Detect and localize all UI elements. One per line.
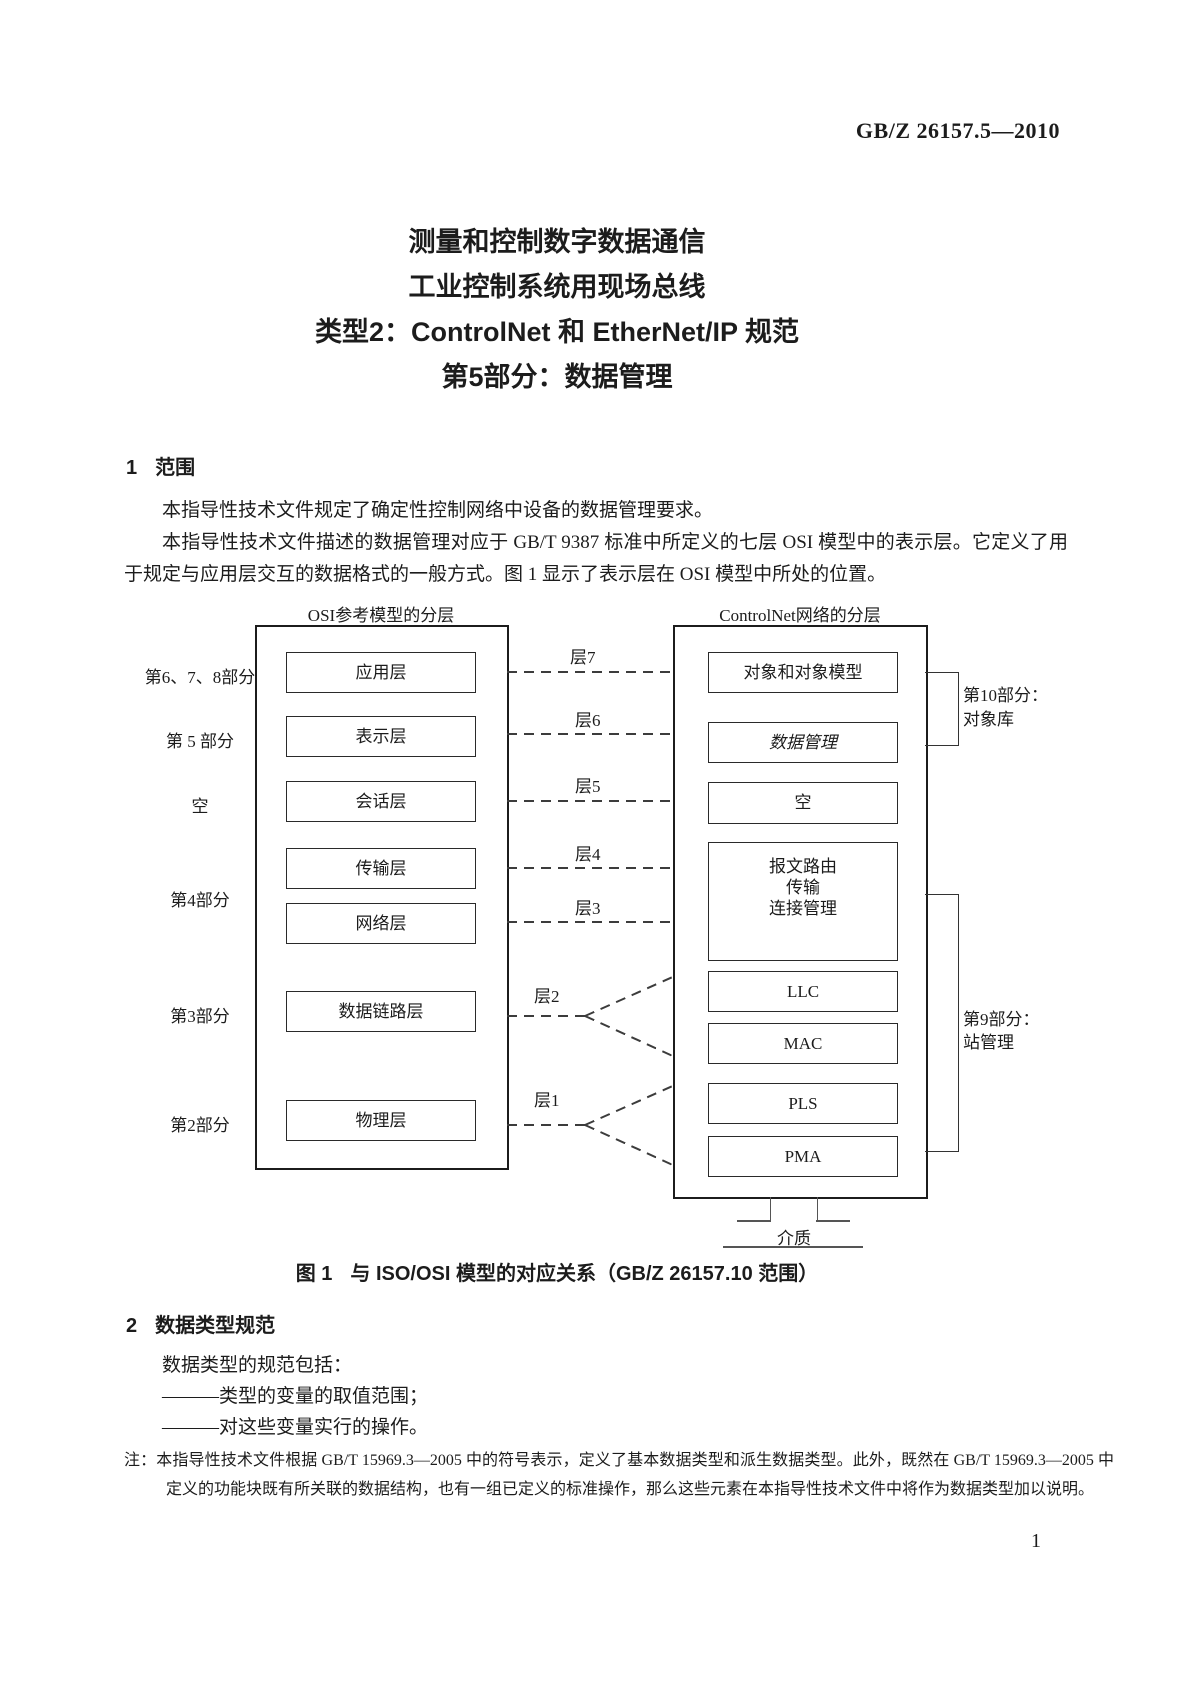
part10-label-line1: 第10部分： xyxy=(963,686,1048,705)
scope-paragraph-1: 本指导性技术文件规定了确定性控制网络中设备的数据管理要求。 xyxy=(162,500,714,521)
layer3-dashed-line xyxy=(507,921,673,923)
section-1-heading: 1 范围 xyxy=(126,451,195,480)
doc-title-line-2: 工业控制系统用现场总线 xyxy=(408,272,706,302)
part10-bracket xyxy=(925,672,959,746)
figure-right-column-header: ControlNet网络的分层 xyxy=(719,606,881,625)
osi-model-outer-box xyxy=(255,625,509,1170)
controlnet-box-pls: PLS xyxy=(708,1083,898,1124)
layer-label-3: 层3 xyxy=(575,899,601,918)
layer-label-1: 层1 xyxy=(534,1091,560,1110)
medium-drop-line-left xyxy=(770,1197,771,1221)
layer2-fork-lower-line xyxy=(584,1015,674,1058)
part9-label-line2: 站管理 xyxy=(963,1033,1014,1052)
controlnet-box-message-routing: 报文路由 传输 连接管理 xyxy=(708,842,898,961)
layer2-dashed-line xyxy=(507,1015,586,1017)
router-line-1: 报文路由 xyxy=(769,857,837,876)
section-2-title: 数据类型规范 xyxy=(155,1315,276,1337)
layer-label-5: 层5 xyxy=(575,777,601,796)
doc-title-line-1: 测量和控制数字数据通信 xyxy=(408,227,706,257)
osi-box-network: 网络层 xyxy=(286,903,476,944)
layer-label-4: 层4 xyxy=(575,845,601,864)
part10-label-line2: 对象库 xyxy=(963,710,1014,729)
medium-foot-bar-left xyxy=(737,1220,771,1222)
part-label-3: 第3部分 xyxy=(170,1007,230,1026)
layer1-fork-lower-line xyxy=(584,1124,674,1167)
layer4-dashed-line xyxy=(507,867,673,869)
medium-label: 介质 xyxy=(777,1229,811,1248)
controlnet-box-empty: 空 xyxy=(708,782,898,824)
standard-code: GB/Z 26157.5—2010 xyxy=(855,118,1060,143)
figure-caption: 图 1 与 ISO/OSI 模型的对应关系（GB/Z 26157.10 范围） xyxy=(0,1257,1114,1286)
part-label-empty: 空 xyxy=(191,797,209,816)
medium-underline xyxy=(723,1246,863,1248)
figure-caption-number: 图 1 xyxy=(295,1263,333,1285)
layer-label-7: 层7 xyxy=(570,648,596,667)
figure-left-column-header: OSI参考模型的分层 xyxy=(307,606,455,625)
datatype-item-1: ———类型的变量的取值范围； xyxy=(162,1386,429,1407)
layer7-dashed-line xyxy=(507,671,673,673)
controlnet-outer-box xyxy=(673,625,928,1199)
controlnet-box-objects: 对象和对象模型 xyxy=(708,652,898,693)
controlnet-box-mac: MAC xyxy=(708,1023,898,1064)
part9-bracket xyxy=(925,894,959,1152)
layer2-fork-upper-line xyxy=(584,975,675,1017)
layer1-fork-upper-line xyxy=(584,1084,675,1126)
osi-box-physical: 物理层 xyxy=(286,1100,476,1141)
osi-box-application: 应用层 xyxy=(286,652,476,693)
router-line-2: 传输 xyxy=(786,878,820,897)
note-label: 注： xyxy=(124,1452,157,1469)
section-1-title: 范围 xyxy=(155,457,196,479)
scope-paragraph-2: 本指导性技术文件描述的数据管理对应于 GB/T 9387 标准中所定义的七层 O… xyxy=(124,532,1068,585)
osi-box-presentation: 表示层 xyxy=(286,716,476,757)
layer-label-6: 层6 xyxy=(575,711,601,730)
section-1-number: 1 xyxy=(126,457,138,479)
part9-label-line1: 第9部分： xyxy=(963,1010,1040,1029)
datatype-item-2: ———对这些变量实行的操作。 xyxy=(162,1417,429,1438)
controlnet-box-llc: LLC xyxy=(708,971,898,1012)
doc-title-line-3: 类型2：ControlNet 和 EtherNet/IP 规范 xyxy=(314,317,800,347)
section-2-number: 2 xyxy=(126,1315,138,1337)
part-label-6-7-8: 第6、7、8部分 xyxy=(144,668,256,687)
page-number: 1 xyxy=(1031,1530,1041,1552)
osi-box-datalink: 数据链路层 xyxy=(286,991,476,1032)
figure-caption-text: 与 ISO/OSI 模型的对应关系（GB/Z 26157.10 范围） xyxy=(350,1263,819,1285)
layer5-dashed-line xyxy=(507,800,673,802)
layer-label-2: 层2 xyxy=(534,987,560,1006)
datatype-intro: 数据类型的规范包括： xyxy=(162,1355,353,1376)
layer6-dashed-line xyxy=(507,733,673,735)
osi-box-transport: 传输层 xyxy=(286,848,476,889)
controlnet-box-pma: PMA xyxy=(708,1136,898,1177)
note-block: 注：本指导性技术文件根据 GB/T 15969.3—2005 中的符号表示，定义… xyxy=(124,1446,1114,1504)
osi-box-session: 会话层 xyxy=(286,781,476,822)
title-block: 测量和控制数字数据通信 工业控制系统用现场总线 类型2：ControlNet 和… xyxy=(77,220,1037,400)
layer1-dashed-line xyxy=(507,1124,586,1126)
doc-title-line-4: 第5部分：数据管理 xyxy=(441,362,673,392)
note-text: 本指导性技术文件根据 GB/T 15969.3—2005 中的符号表示，定义了基… xyxy=(156,1452,1114,1498)
part-label-5: 第 5 部分 xyxy=(166,732,234,751)
router-line-3: 连接管理 xyxy=(769,899,837,918)
section-2-heading: 2 数据类型规范 xyxy=(126,1309,275,1338)
medium-drop-line-right xyxy=(817,1197,818,1221)
part-label-2: 第2部分 xyxy=(170,1116,230,1135)
medium-foot-bar-right xyxy=(816,1220,850,1222)
part-label-4: 第4部分 xyxy=(170,891,230,910)
controlnet-box-data-management: 数据管理 xyxy=(708,722,898,763)
